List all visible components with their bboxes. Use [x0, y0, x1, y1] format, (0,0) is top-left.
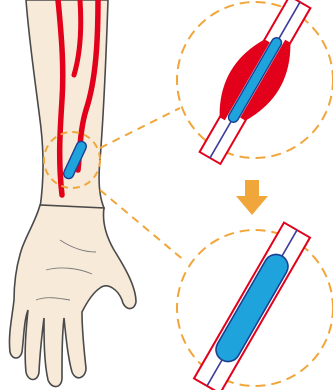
hand-shape — [9, 205, 136, 387]
forearm — [26, 0, 108, 208]
hand — [9, 205, 136, 387]
magnified-view-top — [177, 0, 333, 171]
connector-top — [100, 108, 180, 148]
magnified-view-bottom — [177, 223, 333, 390]
zoom-connectors — [100, 108, 186, 262]
down-arrow-icon — [236, 180, 268, 215]
